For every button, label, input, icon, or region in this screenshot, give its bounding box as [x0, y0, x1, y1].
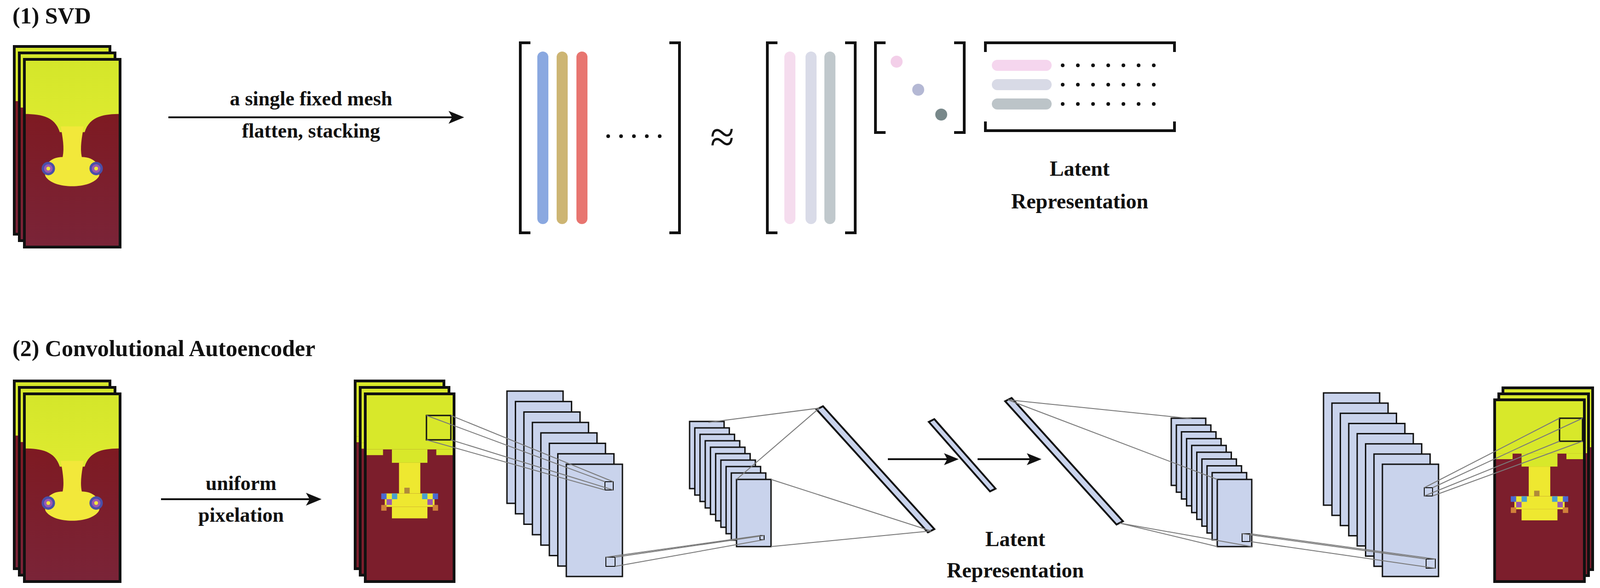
arrow-line: [168, 116, 454, 119]
feature-map: [1382, 464, 1439, 577]
singular-value: [890, 55, 903, 68]
arrow-head: [448, 110, 465, 124]
dot: [1106, 102, 1111, 106]
dot: [1121, 82, 1126, 87]
singular-value: [912, 83, 925, 96]
dot: [1151, 63, 1156, 68]
dot: [1060, 63, 1065, 68]
data-column: [537, 57, 549, 219]
dot: [657, 134, 662, 139]
kernel-window: [605, 557, 616, 567]
pixel-image: [365, 393, 455, 582]
reconstructed-image: [1494, 399, 1585, 582]
connection-line: [1249, 541, 1436, 569]
dot: [1106, 82, 1111, 87]
arrow-line: [977, 458, 1031, 461]
arrow-label: a single fixed mesh: [229, 86, 392, 112]
connection-line: [1432, 441, 1583, 496]
matrix-bracket: [520, 42, 680, 233]
frame: [24, 59, 121, 248]
image-stacks: [14, 46, 1593, 582]
matrix-bracket: [875, 42, 965, 133]
snapshot-image: [24, 393, 121, 582]
latent-row: [997, 98, 1047, 110]
latent-row: [997, 59, 1047, 71]
dot: [1121, 63, 1126, 68]
connection-line: [708, 408, 820, 423]
connection-line: [1432, 418, 1583, 488]
latent-label: Latent Representation: [987, 152, 1172, 219]
dot: [1106, 63, 1111, 68]
dot: [1060, 82, 1065, 87]
frame: [24, 393, 121, 582]
data-column: [576, 57, 588, 219]
latent-row: [997, 79, 1047, 91]
arrow-line: [161, 498, 311, 501]
connection-line: [615, 535, 765, 558]
dot: [1091, 82, 1095, 87]
connection-line: [771, 479, 932, 531]
frame: [1494, 399, 1585, 582]
connection-line: [1007, 399, 1192, 419]
ellipsis-dots: [1060, 63, 1156, 106]
latent-label: Latent Representation: [923, 523, 1108, 587]
dot: [619, 134, 623, 139]
approx-symbol: ≈: [710, 115, 735, 160]
basis-column: [784, 57, 796, 219]
connection-line: [1242, 533, 1427, 559]
arrow-head: [943, 453, 959, 466]
section-heading: (2) Convolutional Autoencoder: [12, 334, 316, 363]
kernel-window: [1559, 418, 1583, 442]
dot: [1151, 82, 1156, 87]
kernel-window: [426, 415, 451, 440]
dense-layer: [1005, 397, 1123, 525]
arrow-label: flatten, stacking: [241, 119, 381, 144]
snapshot-image: [24, 59, 121, 248]
dot: [1151, 102, 1156, 106]
arrow-head: [305, 492, 322, 506]
connection-line: [426, 439, 605, 490]
connection-line: [1119, 523, 1252, 547]
ellipsis-dots: [606, 134, 662, 139]
dot: [632, 134, 636, 139]
feature-map: [1217, 479, 1252, 547]
section-heading: (1) SVD: [12, 1, 92, 30]
connection-line: [426, 415, 605, 482]
connection-line: [1424, 418, 1560, 488]
latent-layer: [928, 419, 996, 492]
connection-line: [450, 439, 614, 490]
dot: [606, 134, 611, 139]
matrix-bracket: [985, 42, 1175, 131]
arrow-line: [887, 458, 948, 461]
connection-line: [1119, 523, 1218, 547]
dot: [1076, 63, 1080, 68]
dot: [644, 134, 649, 139]
dot: [1136, 63, 1141, 68]
dot: [1091, 102, 1095, 106]
singular-value: [935, 108, 948, 121]
basis-column: [824, 57, 836, 219]
dot: [1076, 102, 1080, 106]
arrow-label: uniform pixelation: [176, 467, 306, 531]
dot: [1121, 102, 1126, 106]
connection-line: [771, 530, 932, 547]
connection-line: [1007, 399, 1218, 480]
frame: [365, 393, 455, 582]
connection-line: [615, 539, 765, 567]
dot: [1136, 82, 1141, 87]
connection-line: [450, 415, 614, 482]
connection-line: [736, 408, 820, 480]
basis-column: [805, 57, 817, 219]
matrix-bracket: [767, 42, 856, 233]
dot: [1091, 63, 1095, 68]
connection-line: [1424, 441, 1560, 496]
data-column: [556, 57, 568, 219]
dot: [1136, 102, 1141, 106]
dot: [1076, 82, 1080, 87]
arrow-head: [1026, 453, 1042, 466]
dot: [1060, 102, 1065, 106]
